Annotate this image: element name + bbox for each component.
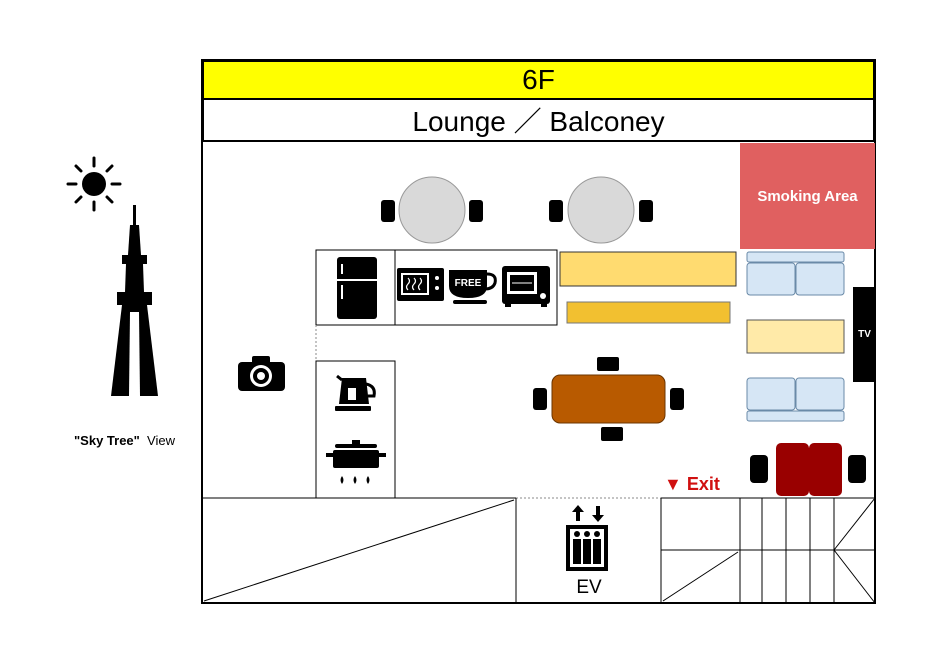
sky-tree-suffix: View [147, 433, 175, 448]
red-chairs [750, 443, 866, 496]
round-table-right [549, 176, 653, 244]
floor-label: 6F [202, 60, 875, 100]
sky-tree-caption: "Sky Tree" View [74, 433, 175, 448]
exit-label: ▼ Exit [664, 474, 720, 494]
sky-tree-name: "Sky Tree" [74, 433, 140, 448]
bench-long [559, 251, 737, 287]
round-table-left [381, 176, 483, 244]
microwave-icon [397, 268, 444, 301]
dining-table [533, 357, 684, 441]
smoking-area: Smoking Area [740, 143, 875, 249]
kettle-icon [335, 374, 376, 411]
staircase [740, 497, 876, 604]
bench-right [746, 319, 845, 354]
bench-short [566, 301, 731, 324]
sofa-top [746, 251, 845, 296]
page-title: Lounge ／ Balconey [202, 100, 875, 142]
elevator-icon [566, 505, 608, 571]
tv-label: TV [853, 287, 876, 382]
sky-tree-icon [111, 205, 158, 396]
kitchen-counter [315, 249, 558, 326]
toaster-oven-icon [502, 266, 550, 307]
free-badge: FREE [455, 278, 482, 289]
fridge-icon [337, 257, 377, 319]
elevator-label: EV [576, 577, 602, 598]
sofa-bottom [746, 377, 845, 422]
sun-icon [66, 156, 122, 212]
storage-diagonal [203, 499, 515, 602]
coffee-cup-icon [449, 270, 497, 304]
cooking-pot-icon [326, 440, 386, 484]
camera-icon [238, 356, 285, 391]
